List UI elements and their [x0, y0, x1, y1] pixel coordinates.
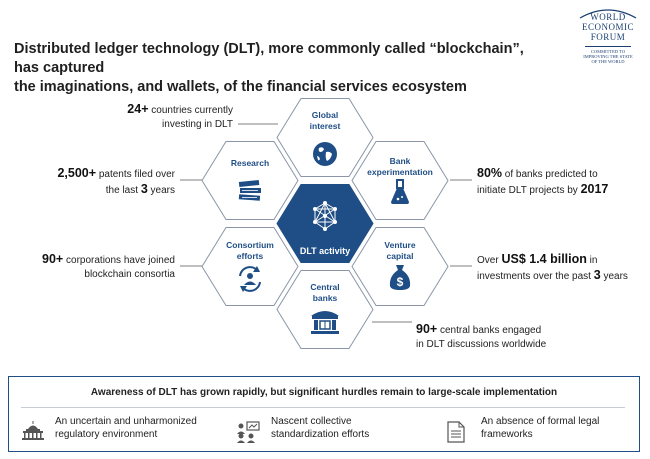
money-bag-icon: $ — [389, 265, 411, 290]
globe-icon — [313, 142, 337, 166]
document-icon — [447, 421, 465, 443]
stat-banks-bold-2: 2017 — [580, 182, 609, 196]
stat-banks-predicted: 80% of banks predicted to initiate DLT p… — [477, 166, 645, 198]
page-title: Distributed ledger technology (DLT), mor… — [14, 40, 534, 97]
books-icon — [238, 179, 261, 201]
stat-countries-text-1: countries currently — [148, 105, 233, 116]
hexagon-diagram — [180, 98, 472, 349]
stat-central-text-1: central banks engaged — [437, 325, 542, 336]
stat-banks-bold: 80% — [477, 166, 503, 180]
stat-patents-text-2a: the last — [105, 185, 141, 196]
cycle-people-icon — [239, 266, 261, 292]
hex-research-label: Research — [210, 158, 290, 169]
stat-countries: 24+ countries currently investing in DLT — [30, 102, 233, 132]
logo-divider — [585, 46, 631, 47]
hex-global-label: Global interest — [285, 110, 365, 132]
stat-patents: 2,500+ patents filed over the last 3 yea… — [20, 166, 175, 198]
stat-investments-bold-2: 3 — [593, 268, 601, 282]
stat-investments-text-2b: years — [600, 271, 628, 282]
hex-center-label: DLT activity — [285, 246, 365, 257]
capitol-icon — [22, 421, 44, 440]
bank-building-icon — [311, 311, 339, 334]
hex-global-label-2: interest — [309, 121, 341, 131]
stat-patents-text-2b: years — [147, 185, 175, 196]
hex-venture-label-2: capital — [386, 251, 414, 261]
hurdles-heading: Awareness of DLT has grown rapidly, but … — [90, 387, 558, 398]
flask-icon — [391, 179, 409, 204]
hex-consortium-label: Consortium efforts — [210, 240, 290, 262]
stat-banks-text-2a: initiate DLT projects by — [477, 185, 581, 196]
stat-countries-bold: 24+ — [127, 102, 149, 116]
svg-text:$: $ — [397, 275, 404, 289]
stat-patents-bold-2: 3 — [140, 182, 148, 196]
stat-patents-bold: 2,500+ — [57, 166, 97, 180]
stat-banks-text-1: of banks predicted to — [502, 169, 598, 180]
hex-bank-label-2: experimentation — [367, 167, 433, 177]
logo-tagline-1: COMMITTED TO — [590, 49, 626, 54]
stat-patents-line-1: 2,500+ patents filed over — [20, 166, 175, 182]
hex-research-label-1: Research — [230, 158, 270, 168]
hurdle-legal-line-2: frameworks — [481, 429, 533, 440]
stat-banks-line-1: 80% of banks predicted to — [477, 166, 645, 182]
logo-tagline-2: IMPROVING THE STATE — [583, 54, 633, 59]
stat-corporations-line-1: 90+ corporations have joined — [10, 252, 175, 268]
hex-central-label-2: banks — [312, 293, 338, 303]
hex-central-label-1: Central — [310, 282, 340, 292]
stat-investments-bold: US$ 1.4 billion — [501, 252, 587, 266]
stat-corporations: 90+ corporations have joined blockchain … — [10, 252, 175, 282]
stat-central-line-2: in DLT discussions worldwide — [416, 339, 547, 350]
logo-word-1: WORLD — [590, 12, 626, 22]
hurdle-standardization-line-1: Nascent collective — [271, 416, 352, 427]
hurdles-box: Awareness of DLT has grown rapidly, but … — [8, 376, 640, 452]
title-line-2: the imaginations, and wallets, of the fi… — [14, 79, 467, 95]
stat-patents-text-1: patents filed over — [96, 169, 175, 180]
hex-consortium-label-1: Consortium — [226, 240, 274, 250]
stat-investments-text-1a: Over — [477, 255, 502, 266]
hurdle-legal: An absence of formal legal frameworks — [481, 415, 599, 441]
stat-investments-line-1: Over US$ 1.4 billion in — [477, 252, 647, 268]
hex-central-banks — [276, 270, 374, 349]
wef-logo: WORLD ECONOMIC FORUM COMMITTED TO IMPROV… — [572, 8, 644, 64]
title-line-1: Distributed ledger technology (DLT), mor… — [14, 41, 524, 76]
network-icon — [313, 201, 337, 231]
hurdle-regulatory: An uncertain and unharmonized regulatory… — [55, 415, 197, 441]
stat-central-bold: 90+ — [416, 322, 438, 336]
stat-investments-line-2: investments over the past 3 years — [477, 268, 647, 284]
hurdle-standardization-line-2: standardization efforts — [271, 429, 370, 440]
hex-bank-label-1: Bank — [389, 156, 411, 166]
logo-tagline-3: OF THE WORLD — [591, 59, 625, 64]
hex-bank-label: Bank experimentation — [355, 156, 445, 178]
hex-central-label: Central banks — [285, 282, 365, 304]
people-presentation-icon — [237, 421, 260, 443]
logo-word-2: ECONOMIC — [581, 22, 634, 32]
stat-corporations-bold: 90+ — [42, 252, 64, 266]
stat-investments-text-2a: investments over the past — [477, 271, 594, 282]
hurdle-regulatory-line-2: regulatory environment — [55, 429, 158, 440]
hurdle-regulatory-line-1: An uncertain and unharmonized — [55, 416, 197, 427]
stat-banks-line-2: initiate DLT projects by 2017 — [477, 182, 645, 198]
hex-research — [201, 141, 299, 220]
stat-central-line-1: 90+ central banks engaged — [416, 322, 586, 338]
logo-word-3: FORUM — [590, 32, 626, 42]
hurdles-divider — [21, 407, 625, 408]
hex-consortium-label-2: efforts — [236, 251, 264, 261]
hurdle-standardization: Nascent collective standardization effor… — [271, 415, 369, 441]
hex-global-label-1: Global — [311, 110, 339, 120]
logo-arc-icon — [579, 9, 637, 19]
hurdle-legal-line-1: An absence of formal legal — [481, 416, 600, 427]
stat-investments: Over US$ 1.4 billion in investments over… — [477, 252, 647, 284]
hex-global-interest — [276, 98, 374, 177]
stat-investments-text-1b: in — [586, 255, 598, 266]
stat-patents-line-2: the last 3 years — [20, 182, 175, 198]
hex-venture-label-1: Venture — [384, 240, 416, 250]
stat-countries-line-2: investing in DLT — [162, 119, 233, 130]
stat-central-banks: 90+ central banks engaged in DLT discuss… — [416, 322, 586, 352]
hex-center-label-1: DLT activity — [299, 246, 351, 256]
stat-corporations-text-1: corporations have joined — [63, 255, 175, 266]
stat-corporations-line-2: blockchain consortia — [84, 269, 175, 280]
stat-countries-line-1: 24+ countries currently — [30, 102, 233, 118]
hex-venture-label: Venture capital — [360, 240, 440, 262]
